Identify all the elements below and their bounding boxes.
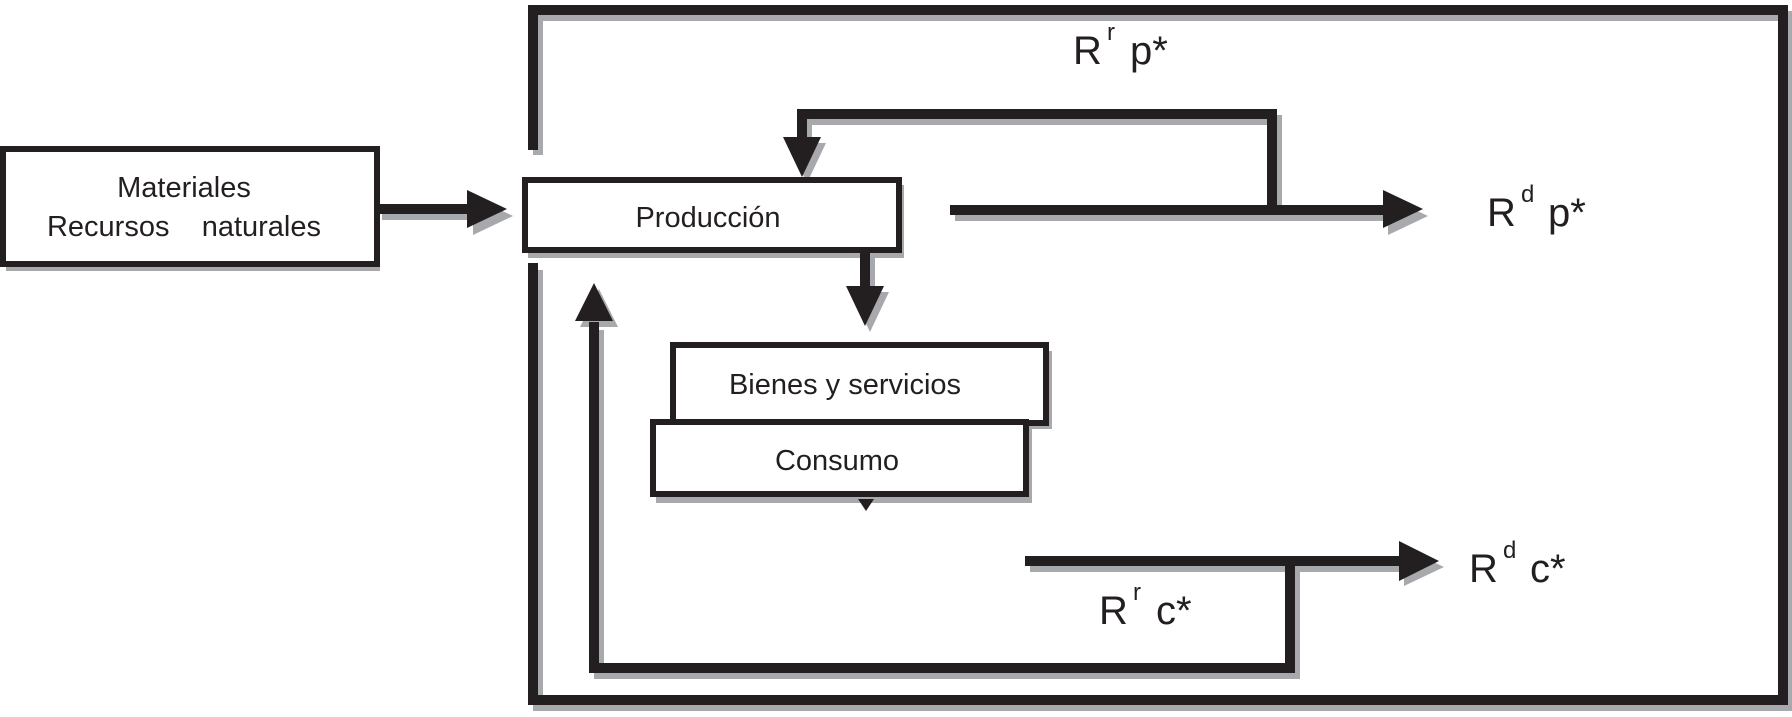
arrow-right-icon (1383, 190, 1423, 228)
flow-label-rc-reuse: R r c* (1099, 579, 1192, 633)
production-label: Producción (635, 202, 780, 234)
rc-reuse-base: R (1099, 589, 1128, 633)
rp-discard-base: R (1487, 191, 1516, 235)
rp-reuse-suffix: p* (1130, 29, 1168, 73)
rp-discard-sup: d (1521, 181, 1534, 208)
rc-discard-sup: d (1503, 537, 1516, 564)
arrow-down-icon (783, 137, 821, 177)
rp-reuse-base: R (1073, 29, 1102, 73)
rc-reuse-sup: r (1133, 579, 1141, 606)
outer-recycle-loop (528, 5, 1788, 705)
consumption-recycle-line (589, 322, 1295, 673)
rc-reuse-suffix: c* (1156, 589, 1192, 633)
flow-label-rc-discard: R d c* (1469, 537, 1566, 591)
rp-reuse-sup: r (1107, 19, 1115, 46)
rc-discard-suffix: c* (1530, 547, 1566, 591)
consumption-box: Consumo (650, 419, 1029, 497)
arrow-right-icon (467, 190, 507, 228)
production-feedback-line (797, 109, 1277, 210)
goods-box: Bienes y servicios (670, 342, 1049, 426)
rc-discard-base: R (1469, 547, 1498, 591)
flow-label-rp-reuse: R r p* (1073, 19, 1168, 73)
production-box: Producción (522, 177, 902, 253)
connector-layer (378, 5, 1788, 705)
consumption-tick-icon (858, 499, 874, 511)
goods-label: Bienes y servicios (729, 369, 961, 401)
materials-label-line2: Recursos naturales (47, 211, 321, 243)
arrow-right-icon (1399, 541, 1439, 581)
consumption-label: Consumo (775, 445, 899, 477)
flow-label-rp-discard: R d p* (1487, 181, 1586, 235)
arrow-up-icon (575, 283, 613, 321)
arrowhead-layer (467, 137, 1439, 581)
arrow-down-icon (846, 286, 884, 326)
materials-label-line1: Materiales (117, 172, 251, 204)
materials-box: Materiales Recursos naturales (0, 146, 380, 267)
rp-discard-suffix: p* (1548, 191, 1586, 235)
